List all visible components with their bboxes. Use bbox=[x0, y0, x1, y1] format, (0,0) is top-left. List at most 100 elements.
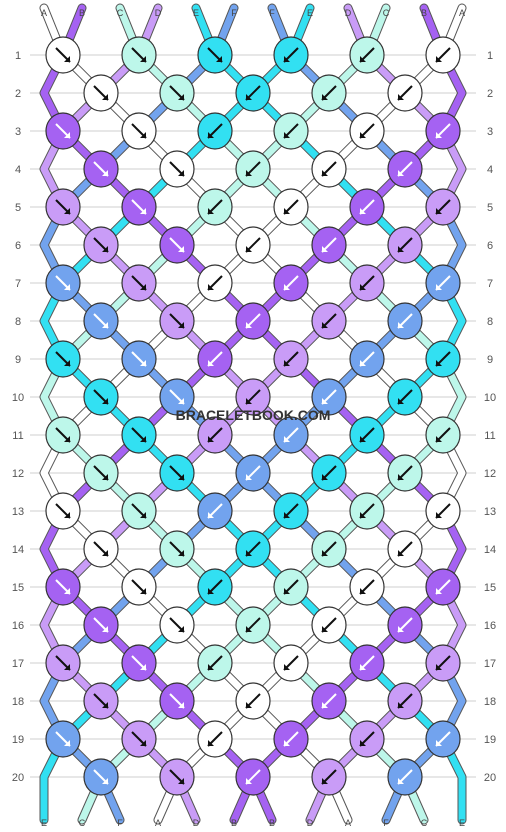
knot bbox=[425, 492, 461, 530]
knot bbox=[387, 454, 423, 492]
knot-arrowhead-icon bbox=[208, 588, 214, 594]
strand-letter-top: F bbox=[231, 8, 237, 18]
knot bbox=[121, 112, 157, 150]
knot-arrowhead-icon bbox=[140, 512, 146, 518]
knot-arrowhead-icon bbox=[178, 778, 184, 784]
strand-letter-bottom: C bbox=[421, 818, 428, 828]
knot bbox=[387, 226, 423, 264]
knot-arrowhead-icon bbox=[208, 284, 214, 290]
knot-arrowhead-icon bbox=[284, 208, 290, 214]
knot-arrowhead-icon bbox=[102, 626, 108, 632]
knot bbox=[45, 720, 81, 758]
knot-arrowhead-icon bbox=[64, 740, 70, 746]
knot bbox=[83, 150, 119, 188]
strand-letter-top: A bbox=[41, 8, 47, 18]
strand-letter-bottom: B bbox=[231, 818, 237, 828]
knot bbox=[197, 36, 233, 74]
strand-letter-bottom: F bbox=[117, 818, 123, 828]
knot-arrowhead-icon bbox=[102, 246, 108, 252]
knot bbox=[311, 226, 347, 264]
knot bbox=[387, 530, 423, 568]
knot-arrowhead-icon bbox=[178, 398, 184, 404]
knot bbox=[45, 568, 81, 606]
knot bbox=[45, 340, 81, 378]
knot-arrowhead-icon bbox=[246, 170, 252, 176]
knot bbox=[349, 264, 385, 302]
row-number-left: 17 bbox=[12, 658, 24, 670]
knot-arrowhead-icon bbox=[322, 170, 328, 176]
knot-arrowhead-icon bbox=[322, 778, 328, 784]
knot bbox=[235, 74, 271, 112]
strand-letter-bottom: E bbox=[459, 818, 465, 828]
knot bbox=[425, 568, 461, 606]
knot bbox=[83, 530, 119, 568]
knot-arrowhead-icon bbox=[436, 664, 442, 670]
knot-arrowhead-icon bbox=[398, 398, 404, 404]
knot bbox=[349, 492, 385, 530]
knot bbox=[425, 36, 461, 74]
knot bbox=[121, 340, 157, 378]
knot-arrowhead-icon bbox=[284, 132, 290, 138]
row-number-right: 18 bbox=[484, 696, 496, 708]
knot-arrowhead-icon bbox=[140, 208, 146, 214]
knot bbox=[349, 720, 385, 758]
strand-letter-top: D bbox=[345, 8, 352, 18]
knot bbox=[235, 378, 271, 416]
knot bbox=[83, 682, 119, 720]
knot bbox=[425, 188, 461, 226]
knot bbox=[159, 454, 195, 492]
knot-arrowhead-icon bbox=[436, 740, 442, 746]
knot bbox=[425, 644, 461, 682]
knot-arrowhead-icon bbox=[178, 170, 184, 176]
strand-letter-bottom: D bbox=[307, 818, 314, 828]
strand-paths bbox=[39, 3, 467, 825]
knot bbox=[273, 720, 309, 758]
knot-arrowhead-icon bbox=[360, 208, 366, 214]
knot bbox=[311, 682, 347, 720]
knot-arrowhead-icon bbox=[140, 664, 146, 670]
knot-arrowhead-icon bbox=[436, 284, 442, 290]
knot bbox=[425, 264, 461, 302]
knot bbox=[83, 226, 119, 264]
knot bbox=[235, 606, 271, 644]
knot bbox=[387, 758, 423, 796]
knot-arrowhead-icon bbox=[178, 322, 184, 328]
knot-arrowhead-icon bbox=[284, 56, 290, 62]
knot bbox=[349, 644, 385, 682]
knot-arrowhead-icon bbox=[208, 512, 214, 518]
knot-arrowhead-icon bbox=[284, 436, 290, 442]
strand-D bbox=[40, 4, 466, 824]
strand-letter-top: A bbox=[459, 8, 465, 18]
strand-letter-top: B bbox=[79, 8, 85, 18]
knot-arrowhead-icon bbox=[398, 778, 404, 784]
knot-arrowhead-icon bbox=[360, 512, 366, 518]
knot bbox=[387, 682, 423, 720]
knot bbox=[425, 416, 461, 454]
knot-arrowhead-icon bbox=[140, 284, 146, 290]
strand-letter-top: C bbox=[383, 8, 390, 18]
knot bbox=[45, 112, 81, 150]
knot bbox=[273, 340, 309, 378]
knot bbox=[349, 112, 385, 150]
row-number-right: 15 bbox=[484, 582, 496, 594]
knot bbox=[159, 758, 195, 796]
knot bbox=[387, 302, 423, 340]
knot bbox=[425, 340, 461, 378]
knot bbox=[311, 758, 347, 796]
row-number-left: 3 bbox=[15, 126, 21, 138]
knot-arrowhead-icon bbox=[246, 474, 252, 480]
knot bbox=[349, 340, 385, 378]
row-number-left: 20 bbox=[12, 772, 24, 784]
knot-arrowhead-icon bbox=[102, 94, 108, 100]
knot bbox=[349, 568, 385, 606]
knot-arrowhead-icon bbox=[140, 436, 146, 442]
knot-arrowhead-icon bbox=[208, 740, 214, 746]
strand-letter-bottom: B bbox=[269, 818, 275, 828]
strand-D bbox=[40, 4, 466, 824]
knot bbox=[197, 568, 233, 606]
knot-arrowhead-icon bbox=[322, 702, 328, 708]
knot bbox=[159, 302, 195, 340]
row-number-right: 8 bbox=[487, 316, 493, 328]
knot bbox=[197, 264, 233, 302]
